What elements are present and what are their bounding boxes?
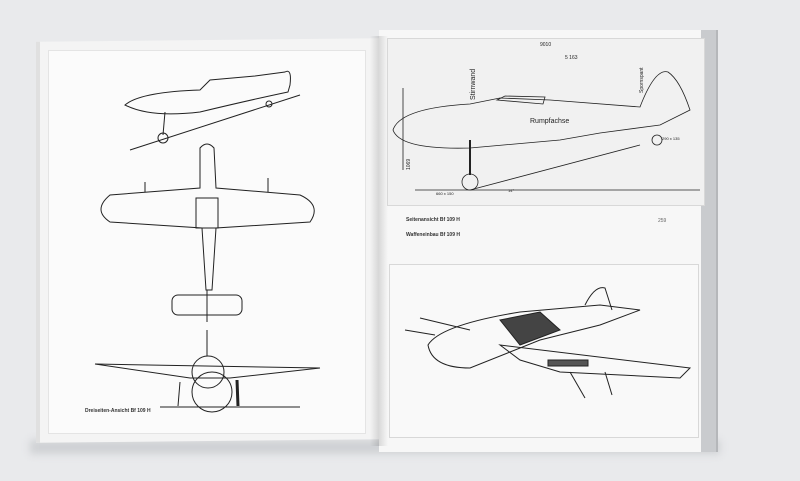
front-view-drawing bbox=[94, 330, 321, 413]
top-view-drawing bbox=[100, 143, 315, 322]
weapons-panel bbox=[389, 264, 699, 438]
label-fuselage-axis: Rumpfachse bbox=[530, 118, 569, 125]
page-number: 259 bbox=[658, 218, 667, 224]
dim-length: 5 163 bbox=[565, 55, 578, 61]
caption-weapons: Waffeneinbau Bf 109 H bbox=[406, 232, 460, 238]
left-page-drawing-area bbox=[48, 50, 366, 434]
label-main-wheel: 660 x 150 bbox=[436, 191, 454, 196]
label-tail-frame: Spornspant bbox=[639, 67, 645, 93]
caption-side-view: Seitenansicht Bf 109 H bbox=[406, 217, 460, 223]
dim-overall-length: 9010 bbox=[540, 42, 551, 48]
label-firewall: Stirnwand bbox=[470, 69, 477, 100]
side-view-drawing bbox=[124, 70, 301, 151]
label-height: 1069 bbox=[406, 159, 412, 170]
side-view-panel bbox=[387, 38, 705, 206]
label-tail-wheel: 290 x 135 bbox=[662, 136, 680, 141]
left-page-caption: Dreiseiten-Ansicht Bf 109 H bbox=[85, 408, 151, 414]
label-angle: 14° bbox=[508, 188, 514, 193]
book-gutter bbox=[370, 36, 388, 446]
